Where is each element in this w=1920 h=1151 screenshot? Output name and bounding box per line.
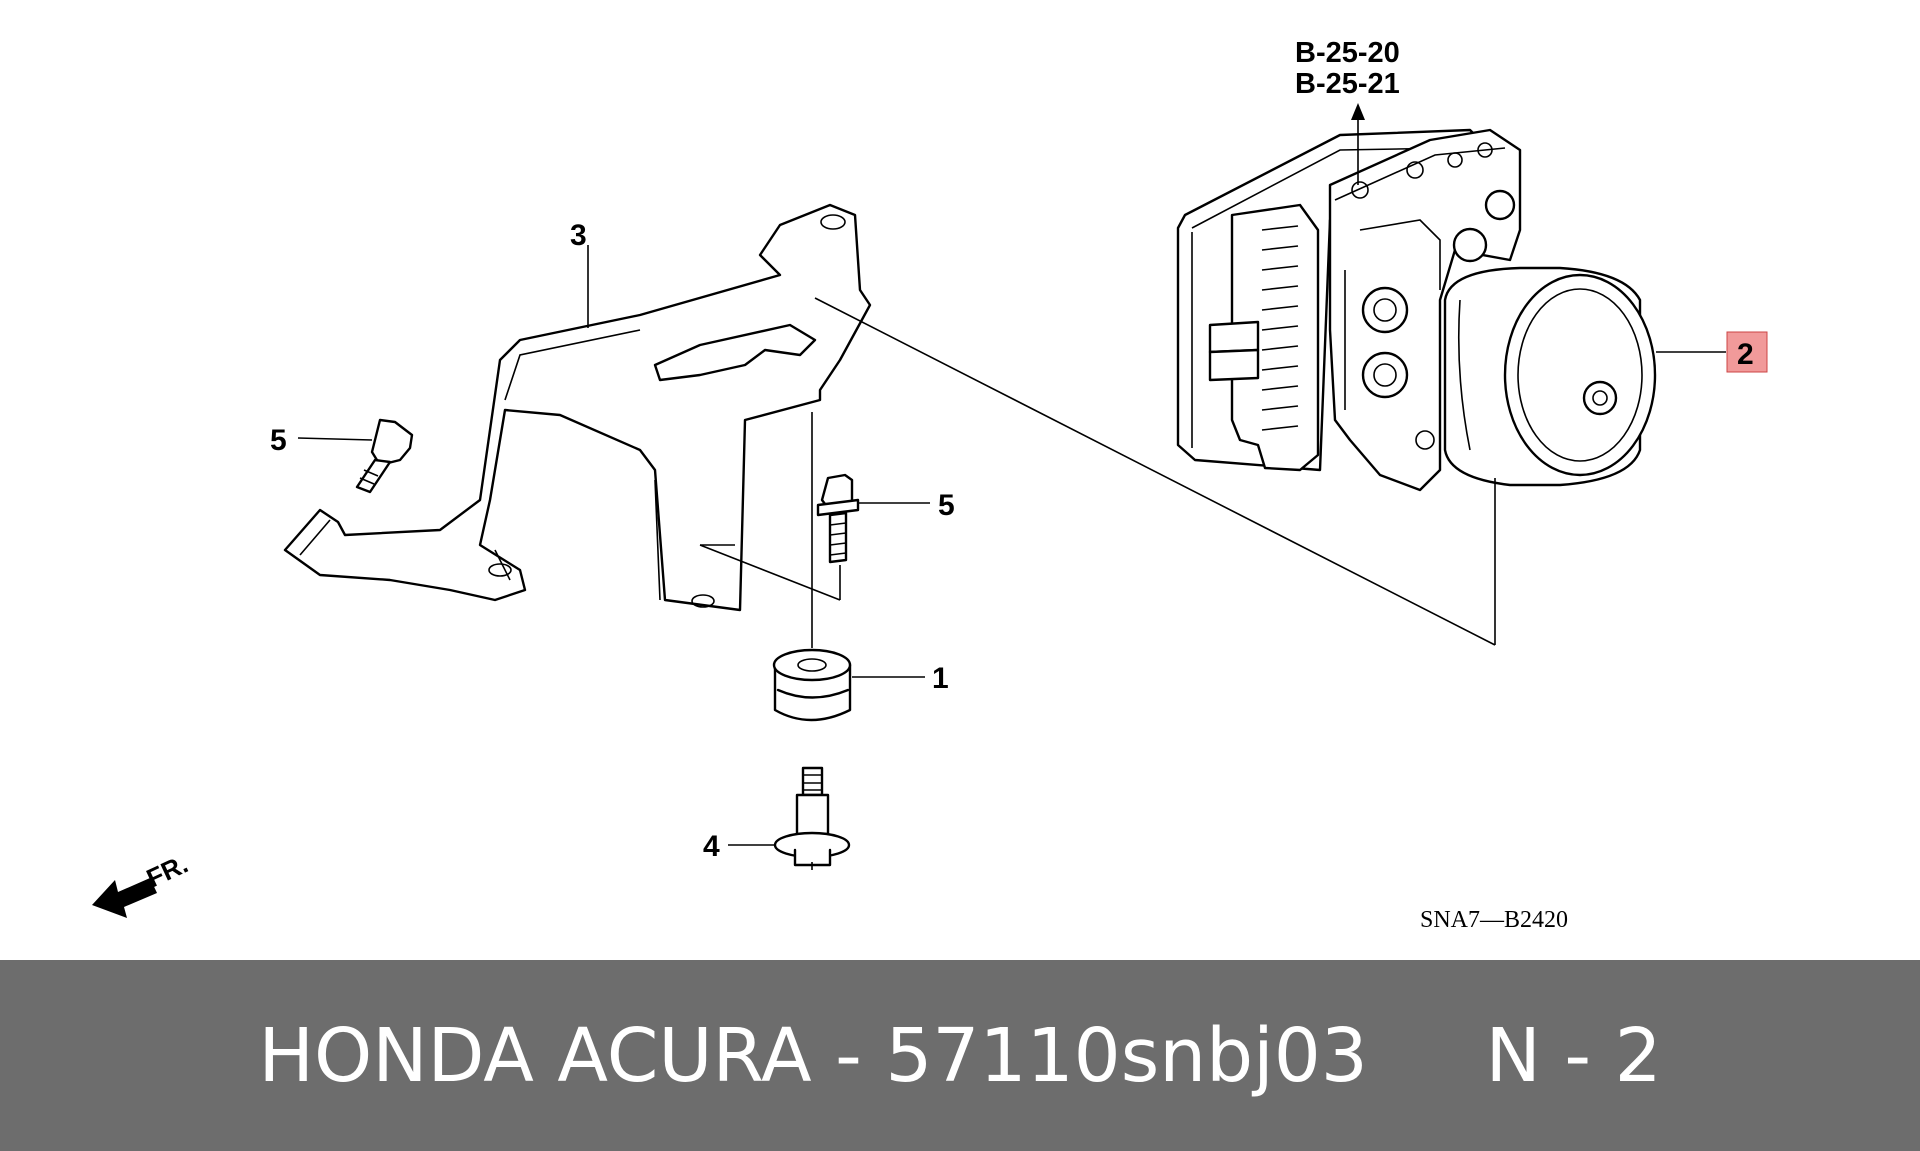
callout-3: 3 [570,219,587,252]
flange-bolt-left [355,418,414,494]
mounting-grommet [772,648,852,722]
modulator-bracket [283,203,872,612]
front-arrow-icon [92,878,157,918]
callout-4: 4 [703,830,720,863]
diagram-code: SNA7—B2420 [1420,907,1568,933]
callout-highlight [1726,331,1768,373]
collar-bolt [773,766,851,867]
reference-code-2: B-25-21 [1295,68,1400,100]
reference-code-1: B-25-20 [1295,37,1400,69]
callout-1: 1 [932,662,949,695]
parts-diagram: B-25-20 B-25-21 3 2 5 5 1 4 FR. SNA7—B24… [92,37,1768,933]
caption-bar: HONDA ACURA - 57110snbj03 N - 2 [0,960,1920,1151]
abs-modulator-assembly [1176,128,1657,492]
callout-5-right: 5 [938,489,955,522]
callout-2: 2 [1737,338,1754,371]
assembly-lines [699,103,1496,870]
callout-5-left: 5 [270,424,287,457]
caption-text: HONDA ACURA - 57110snbj03 N - 2 [258,1012,1662,1099]
flange-bolt-right [816,473,860,564]
callout-leaders [297,245,1726,846]
